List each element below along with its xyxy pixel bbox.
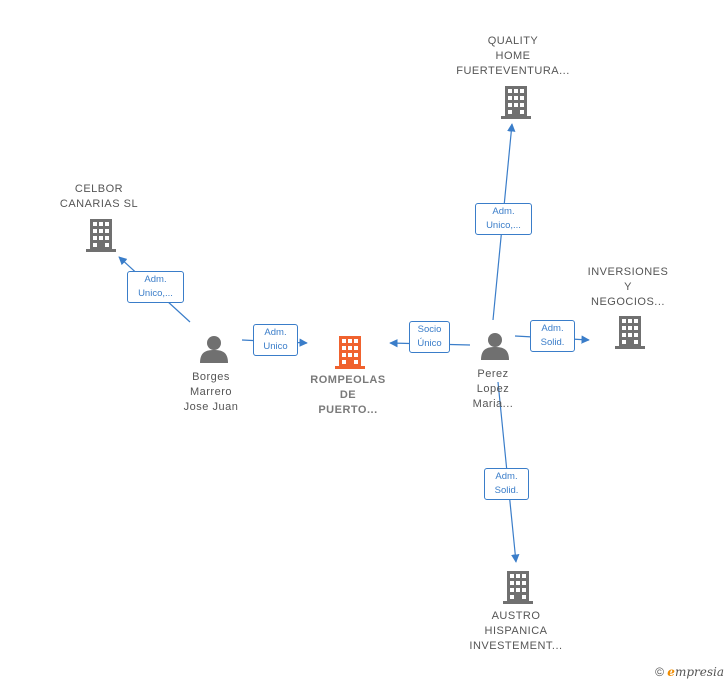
brand-e: e [667, 665, 675, 679]
celbor-label[interactable]: CELBOR CANARIAS SL [59, 183, 139, 210]
copyright-icon: © [655, 665, 664, 679]
borges-label[interactable]: Borges Marrero Jose Juan [183, 371, 239, 413]
rompeolas-building-icon[interactable] [335, 336, 365, 369]
austro-label[interactable]: AUSTRO HISPANICA INVESTEMENT... [469, 610, 563, 652]
inversiones-building-icon[interactable] [615, 316, 645, 349]
edge-label-perez-quality: Adm. Unico,... [475, 203, 532, 235]
edge-label-borges-rompeolas: Adm. Unico [253, 324, 298, 356]
borges-person-icon[interactable] [200, 336, 228, 363]
edge-label-perez-austro: Adm. Solid. [484, 468, 529, 500]
quality-home-building-icon[interactable] [501, 86, 531, 119]
rompeolas-label[interactable]: ROMPEOLAS DE PUERTO... [310, 374, 386, 416]
perez-label[interactable]: Perez Lopez Maria... [472, 368, 514, 410]
empresia-watermark: © empresia [655, 665, 724, 679]
brand-rest: mpresia [674, 665, 724, 679]
celbor-building-icon[interactable] [86, 219, 116, 252]
edge-label-borges-celbor: Adm. Unico,... [127, 271, 184, 303]
edge-label-perez-inversiones: Adm. Solid. [530, 320, 575, 352]
edge-label-perez-rompeolas: Socio Único [409, 321, 450, 353]
inversiones-label[interactable]: INVERSIONES Y NEGOCIOS... [587, 266, 669, 308]
quality-home-label[interactable]: QUALITY HOME FUERTEVENTURA... [456, 35, 570, 77]
austro-building-icon[interactable] [503, 571, 533, 604]
perez-person-icon[interactable] [481, 333, 509, 360]
